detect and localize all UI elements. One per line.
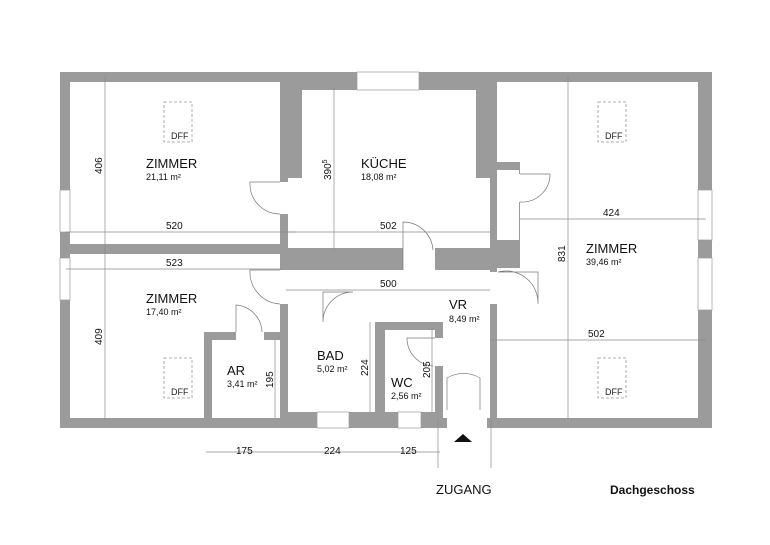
room-area: 18,08 m²	[361, 172, 397, 182]
room-name: AR	[227, 363, 245, 378]
window	[697, 257, 713, 311]
window	[356, 71, 420, 91]
skylight-label: DFF	[171, 387, 189, 397]
dim-500: 500	[380, 279, 397, 290]
skylight-label: DFF	[605, 131, 623, 141]
corridor	[288, 270, 490, 322]
window	[59, 189, 71, 233]
room-name: ZIMMER	[586, 241, 637, 256]
dim-224: 224	[324, 446, 341, 457]
room-area: 17,40 m²	[146, 307, 182, 317]
dim-224: 224	[360, 359, 371, 376]
dim-409: 409	[94, 328, 105, 345]
dim-424: 424	[603, 208, 620, 219]
dim-831: 831	[557, 245, 568, 262]
room-area: 8,49 m²	[449, 314, 480, 324]
room-area: 21,11 m²	[146, 172, 181, 182]
room-kueche	[302, 90, 476, 180]
niche	[497, 170, 519, 240]
room-wc	[385, 330, 435, 412]
dimension-lines	[66, 76, 706, 468]
window	[697, 189, 713, 241]
room-name: ZIMMER	[146, 291, 197, 306]
doors	[235, 173, 551, 410]
room-bad	[288, 322, 375, 412]
room-name: WC	[391, 375, 413, 390]
room-area: 2,56 m²	[391, 391, 422, 401]
window	[59, 257, 71, 301]
entrance-arrow-icon	[454, 434, 472, 442]
dim-520: 520	[166, 221, 183, 232]
floor-label: Dachgeschoss	[610, 483, 695, 497]
skylight-label: DFF	[171, 131, 189, 141]
dim-523: 523	[166, 258, 183, 269]
dim-125: 125	[400, 446, 417, 457]
dim-175: 175	[236, 446, 253, 457]
entrance-label: ZUGANG	[436, 482, 492, 497]
skylight-label: DFF	[605, 387, 623, 397]
dim-195: 195	[265, 371, 276, 388]
dim-205: 205	[422, 361, 433, 378]
dim-406: 406	[94, 157, 105, 174]
dim-502: 502	[380, 221, 397, 232]
room-name: KÜCHE	[361, 156, 407, 171]
room-area: 3,41 m²	[227, 379, 258, 389]
room-area: 5,02 m²	[317, 364, 348, 374]
room-vr	[443, 322, 490, 418]
room-name: VR	[449, 297, 467, 312]
room-name: ZIMMER	[146, 156, 197, 171]
skylights: DFF DFF DFF DFF	[163, 101, 627, 399]
window	[397, 411, 422, 429]
dim-502: 502	[588, 329, 605, 340]
room-ar	[212, 340, 280, 418]
window	[316, 411, 350, 429]
dim-390-5: 3905	[322, 159, 334, 180]
room-area: 39,46 m²	[586, 257, 622, 267]
room-name: BAD	[317, 348, 344, 363]
